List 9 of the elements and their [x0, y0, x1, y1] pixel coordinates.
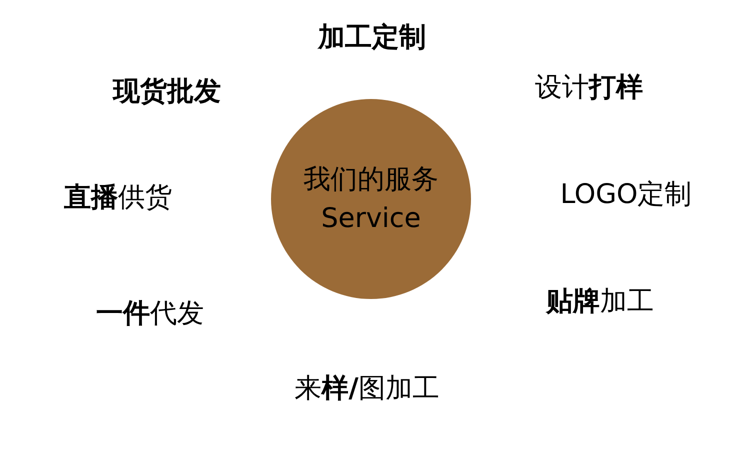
service-label: 设计打样	[535, 73, 643, 103]
service-label: 现货批发	[113, 77, 221, 107]
service-label: 贴牌加工	[546, 287, 654, 317]
service-label: 加工定制	[318, 23, 426, 53]
service-label: 一件代发	[96, 299, 204, 329]
service-label: 来样/图加工	[294, 374, 440, 404]
service-circle: 我们的服务 Service	[271, 99, 471, 299]
service-label: 直播供货	[64, 183, 172, 213]
service-label: LOGO定制	[560, 180, 692, 210]
